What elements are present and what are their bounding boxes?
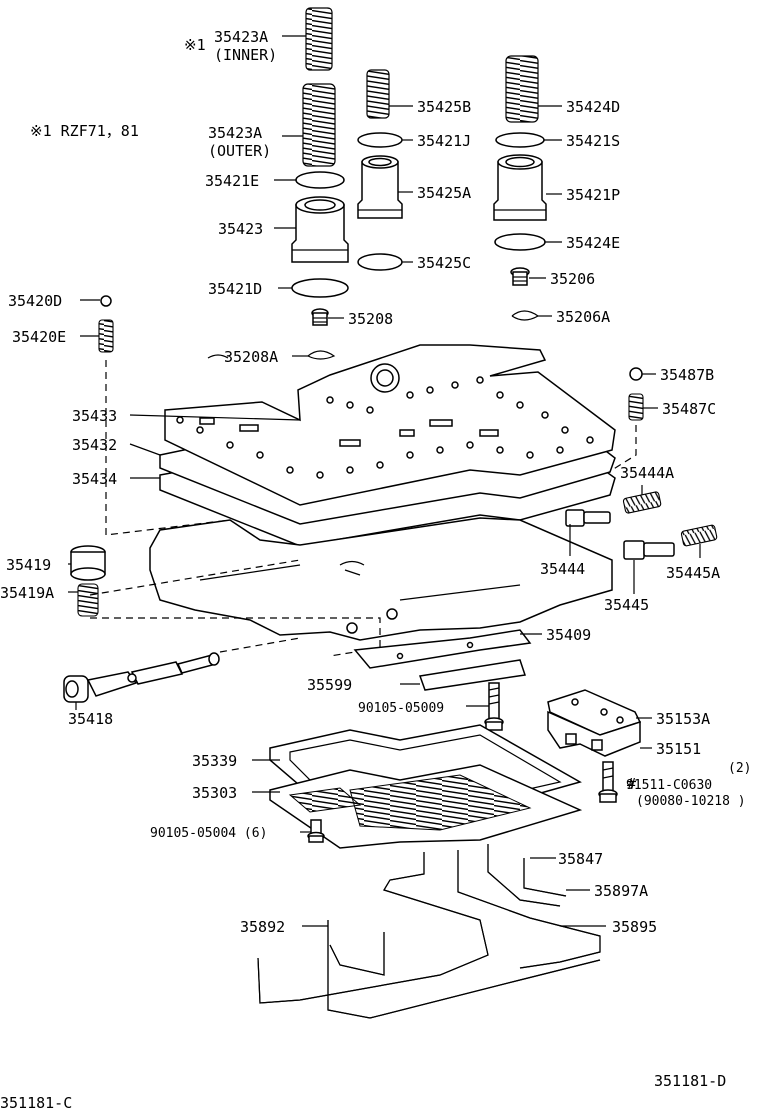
label-35418: 35418: [68, 710, 113, 728]
spring-35420e: [98, 319, 114, 353]
strainer-35303: [269, 764, 583, 849]
label-35423a-inner-sub: (INNER): [214, 46, 277, 64]
label-35892: 35892: [240, 918, 285, 936]
seal-35421s: [495, 132, 545, 148]
guide-35487: [611, 425, 637, 471]
label-35445a: 35445A: [666, 564, 720, 582]
guide-35420: [105, 360, 231, 536]
inner-note-mark: ※1: [184, 36, 206, 54]
label-35303: 35303: [192, 784, 237, 802]
label-35432: 35432: [72, 436, 117, 454]
ball-35487b: [629, 367, 643, 381]
label-35409: 35409: [546, 626, 591, 644]
label-35421j: 35421J: [417, 132, 471, 150]
label-35153a: 35153A: [656, 710, 710, 728]
label-35420d: 35420D: [8, 292, 62, 310]
label-90080-10218: (90080-10218 ): [636, 794, 746, 809]
label-35419a: 35419A: [0, 584, 54, 602]
ball-35420d: [100, 295, 112, 307]
label-35444: 35444: [540, 560, 585, 578]
seal-35421d: [291, 278, 349, 298]
plug-35208: [311, 308, 329, 326]
label-35423a-outer: 35423A: [208, 124, 262, 142]
spring-35424d: [505, 55, 539, 123]
label-35895: 35895: [612, 918, 657, 936]
label-35445: 35445: [604, 596, 649, 614]
guide-35418: [219, 637, 301, 653]
spring-35444a: [622, 491, 662, 514]
spring-35445a: [680, 524, 718, 547]
label-35208a: 35208A: [224, 348, 278, 366]
guide-35419: [90, 617, 381, 657]
plug-35419: [70, 545, 106, 581]
spring-35487c: [628, 393, 644, 421]
plug-35445: [623, 540, 675, 560]
spring-35423a-outer: [302, 83, 336, 167]
label-35421e: 35421E: [205, 172, 259, 190]
plug-35206: [510, 267, 530, 286]
plate-35433: [164, 344, 616, 506]
label-90105-05004: 90105-05004 (6): [150, 826, 267, 841]
label-35425b: 35425B: [417, 98, 471, 116]
label-91511-c0630: 91511-C0630: [626, 778, 712, 793]
model-note: ※1 RZF71，81: [30, 122, 139, 140]
plug-35444: [565, 509, 611, 527]
label-35206a: 35206A: [556, 308, 610, 326]
label-90105-05009: 90105-05009: [358, 701, 444, 716]
tube-35897a: [457, 850, 601, 969]
tube-35892: [327, 920, 601, 1019]
plate-35599: [418, 659, 526, 691]
leader-lines: [68, 35, 701, 927]
seal-35425c: [357, 253, 403, 271]
spring-35423a-inner: [305, 7, 333, 71]
label-35208: 35208: [348, 310, 393, 328]
label-35444a: 35444A: [620, 464, 674, 482]
label-35487c: 35487C: [662, 400, 716, 418]
label-35421d: 35421D: [208, 280, 262, 298]
tube-35895: [257, 852, 489, 1004]
label-35419: 35419: [6, 556, 51, 574]
label-35423: 35423: [218, 220, 263, 238]
footer-code-right: 351181-D: [654, 1072, 726, 1090]
label-qty-2: (2): [728, 761, 751, 776]
seal-35424e: [494, 233, 546, 251]
label-35423a-inner: 35423A: [214, 28, 268, 46]
tube-35847: [487, 844, 567, 907]
label-35434: 35434: [72, 470, 117, 488]
seal-35421e: [295, 171, 345, 189]
clip-35206a: [511, 310, 540, 321]
label-35425a: 35425A: [417, 184, 471, 202]
label-35151: 35151: [656, 740, 701, 758]
bolt-90105-05004: [307, 819, 325, 843]
sleeve-35425a: [357, 155, 403, 219]
spring-35425b: [366, 69, 390, 119]
label-35897a: 35897A: [594, 882, 648, 900]
label-35847: 35847: [558, 850, 603, 868]
label-35421p: 35421P: [566, 186, 620, 204]
label-35425c: 35425C: [417, 254, 471, 272]
footer-code-left: 351181-C: [0, 1094, 72, 1112]
bolt-90105-05009: [484, 682, 504, 731]
seal-35421j: [357, 132, 403, 148]
label-35339: 35339: [192, 752, 237, 770]
sleeve-35423: [291, 196, 349, 263]
label-35420e: 35420E: [12, 328, 66, 346]
sleeve-35421p: [493, 154, 547, 221]
bolt-91511-c0630: [598, 761, 618, 803]
label-35206: 35206: [550, 270, 595, 288]
part-35151: [547, 710, 641, 757]
label-35423a-outer-sub: (OUTER): [208, 142, 271, 160]
label-35424e: 35424E: [566, 234, 620, 252]
valve-35418: [63, 652, 220, 703]
hash-mark: #: [627, 775, 636, 793]
label-35599: 35599: [307, 676, 352, 694]
label-35424d: 35424D: [566, 98, 620, 116]
label-35433: 35433: [72, 407, 117, 425]
label-35421s: 35421S: [566, 132, 620, 150]
spring-35419a: [77, 583, 99, 617]
clip-35208a: [307, 350, 336, 360]
label-35487b: 35487B: [660, 366, 714, 384]
valve-body: [149, 517, 613, 641]
